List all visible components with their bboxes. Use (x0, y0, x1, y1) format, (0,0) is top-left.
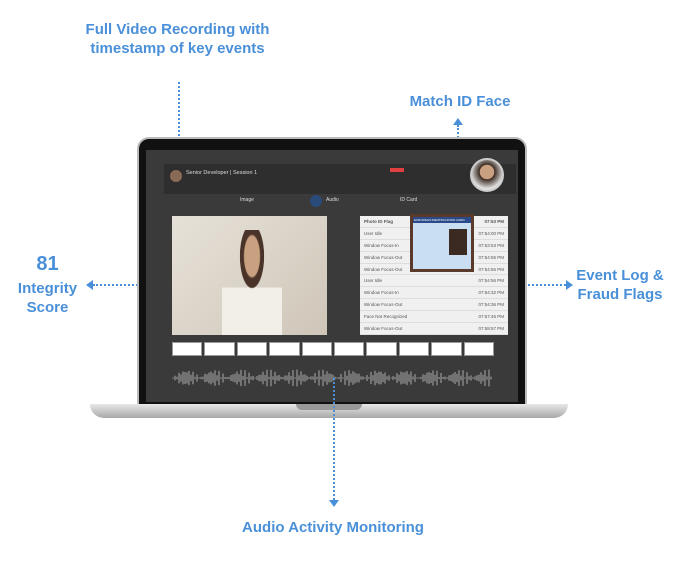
session-title: Senior Developer | Session 1 (186, 170, 258, 176)
event-time: 07:54:56 PM (478, 266, 504, 272)
integrity-connector (93, 284, 173, 286)
event-name: User Idle (364, 278, 383, 284)
arrow-down-icon (329, 500, 339, 507)
session-header: Senior Developer | Session 1 (164, 158, 516, 194)
event-time: 07:53 PM (484, 218, 504, 224)
event-row: Window Focus-Out 07:54:56 PM (360, 264, 508, 276)
audio-annotation: Audio Activity Monitoring (242, 519, 424, 536)
event-time: 07:54:56 PM (478, 278, 504, 284)
event-row: Window Focus-Out 07:58:57 PM (360, 323, 508, 335)
event-time: 07:54:55 PM (478, 254, 504, 260)
tab-audio[interactable]: Audio (326, 197, 339, 203)
avatar (170, 170, 182, 182)
event-time: 07:57:46 PM (478, 314, 504, 320)
audio-connector (333, 378, 335, 500)
audio-waveform (172, 369, 492, 387)
event-time: 07:58:57 PM (478, 325, 504, 331)
event-name: Window Focus-In (364, 242, 399, 248)
event-name: Window Focus-Out (364, 266, 403, 272)
video-player[interactable] (172, 216, 327, 335)
video-annotation: Full Video Recording with timestamp of k… (85, 21, 270, 57)
event-log-annotation: Event Log & Fraud Flags (576, 267, 664, 303)
event-log: Photo ID Flag 07:53 PM User Idle 07:54:00 P… (360, 216, 508, 335)
video-timeline-thumbnails[interactable] (172, 342, 495, 356)
tab-id-card[interactable]: ID Card (400, 197, 418, 203)
integrity-score-label: Integrity Score (17, 280, 78, 316)
event-log-connector (500, 284, 566, 286)
tab-image[interactable]: Image (240, 197, 254, 203)
audio-play-icon[interactable] (310, 195, 322, 207)
event-time: 07:54:00 PM (478, 230, 504, 236)
event-time: 07:53:53 PM (478, 242, 504, 248)
laptop-notch (296, 404, 362, 410)
event-name: Window Focus-Out (364, 325, 403, 331)
candidate-video-figure (222, 230, 282, 335)
id-card-image: EUROPEAN IDENTIFICATION CARD (410, 214, 474, 272)
event-row: User Idle 07:54:56 PM (360, 275, 508, 288)
arrow-left-icon (86, 280, 93, 290)
event-name: Window Focus-Out (364, 302, 403, 308)
event-name: Window Focus-In (364, 290, 399, 296)
arrow-right-icon (566, 280, 573, 290)
arrow-up-icon (453, 118, 463, 125)
id-card-title: EUROPEAN IDENTIFICATION CARD (413, 217, 471, 223)
event-row: Window Focus-Out 07:54:36 PM (360, 299, 508, 312)
event-name: Photo ID Flag (364, 218, 393, 224)
candidate-face-photo (470, 158, 504, 192)
event-name: Window Focus-Out (364, 254, 403, 260)
event-row: Face Not Recognized 07:57:46 PM (360, 311, 508, 324)
id-card-photo (449, 229, 467, 255)
laptop-screen: Senior Developer | Session 1 Image Audio… (146, 150, 518, 402)
event-time: 07:54:36 PM (478, 302, 504, 308)
integrity-score-value: 81 (36, 253, 59, 275)
event-name: Face Not Recognized (364, 314, 408, 320)
laptop-base (90, 404, 568, 418)
match-face-annotation: Match ID Face (409, 93, 511, 110)
event-time: 07:54:32 PM (478, 290, 504, 296)
flag-badge (390, 168, 404, 172)
event-name: User Idle (364, 230, 383, 236)
event-row: Window Focus-In 07:54:32 PM (360, 287, 508, 300)
